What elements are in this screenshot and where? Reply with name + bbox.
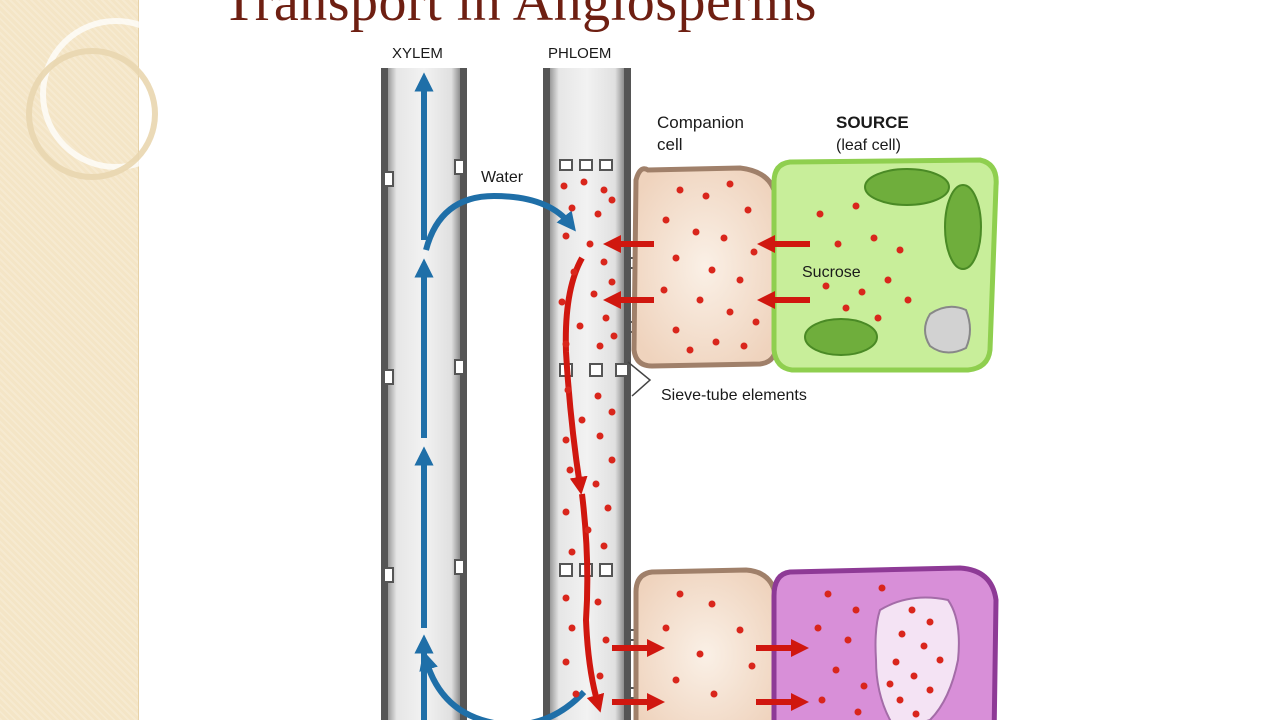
phloem-label: PHLOEM [548, 45, 611, 62]
slide-decoration-band [0, 0, 192, 720]
sink-cell [771, 565, 999, 720]
source-subtitle-label: (leaf cell) [836, 137, 901, 154]
phloem-sieve-tube [543, 68, 640, 720]
slide-title: Transport in Angiosperms [222, 0, 817, 33]
decorative-ring [26, 48, 158, 180]
companion-cell-bottom [633, 567, 779, 720]
xylem-label: XYLEM [392, 45, 443, 62]
companion-cell-label-line2: cell [657, 135, 683, 154]
sucrose-dots [558, 178, 944, 718]
chloroplast-icon [804, 168, 982, 356]
sieve-tube-bracket [627, 361, 652, 397]
water-label: Water [481, 169, 524, 186]
water-arrow-icon [414, 72, 587, 720]
source-title-label: SOURCE [836, 113, 909, 132]
sucrose-label: Sucrose [802, 264, 861, 281]
companion-cell-top [631, 165, 779, 369]
xylem-pits [383, 159, 465, 583]
companion-cell-label: Companion [657, 113, 744, 132]
sucrose-arrow-icon [562, 235, 810, 713]
sieve-tube-label: Sieve-tube elements [661, 387, 807, 404]
vacuole-icon [924, 305, 971, 354]
source-leaf-cell [771, 157, 999, 373]
sieve-plates [559, 159, 629, 577]
